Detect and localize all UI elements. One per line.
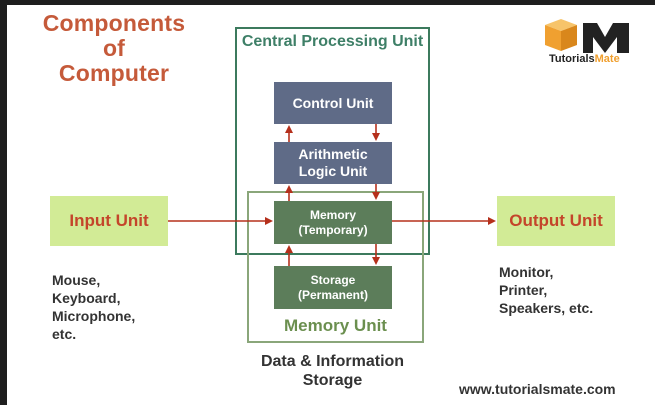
cpu-border <box>235 27 430 255</box>
logo-text: TutorialsMate <box>549 53 620 65</box>
tutorialsmate-logo <box>545 19 629 53</box>
alu-block: Arithmetic Logic Unit <box>274 142 392 184</box>
diagram-title: Components of Computer <box>29 11 199 86</box>
memory-unit-title: Memory Unit <box>284 316 387 335</box>
input-unit-block: Input Unit <box>50 196 168 246</box>
memory-unit-border <box>247 191 424 343</box>
flow-arrows <box>168 124 496 266</box>
control-unit-block: Control Unit <box>274 82 392 124</box>
title-line-3: Computer <box>58 60 170 86</box>
storage-permanent-block: Storage (Permanent) <box>274 266 392 309</box>
memory-temporary-block: Memory (Temporary) <box>274 201 392 244</box>
input-examples: Mouse, Keyboard, Microphone, etc. <box>52 272 136 342</box>
storage-caption: Data & Information Storage <box>260 353 405 389</box>
m-letter-icon <box>583 23 629 53</box>
title-line-2: of <box>102 35 126 61</box>
cube-icon <box>545 19 577 51</box>
cpu-title: Central Processing Unit <box>241 33 424 50</box>
output-unit-block: Output Unit <box>497 196 615 246</box>
output-examples: Monitor, Printer, Speakers, etc. <box>499 264 594 316</box>
title-line-1: Components <box>42 10 186 36</box>
website-url[interactable]: www.tutorialsmate.com <box>459 381 616 397</box>
diagram-canvas: Components of Computer TutorialsMate Cen… <box>7 5 655 405</box>
